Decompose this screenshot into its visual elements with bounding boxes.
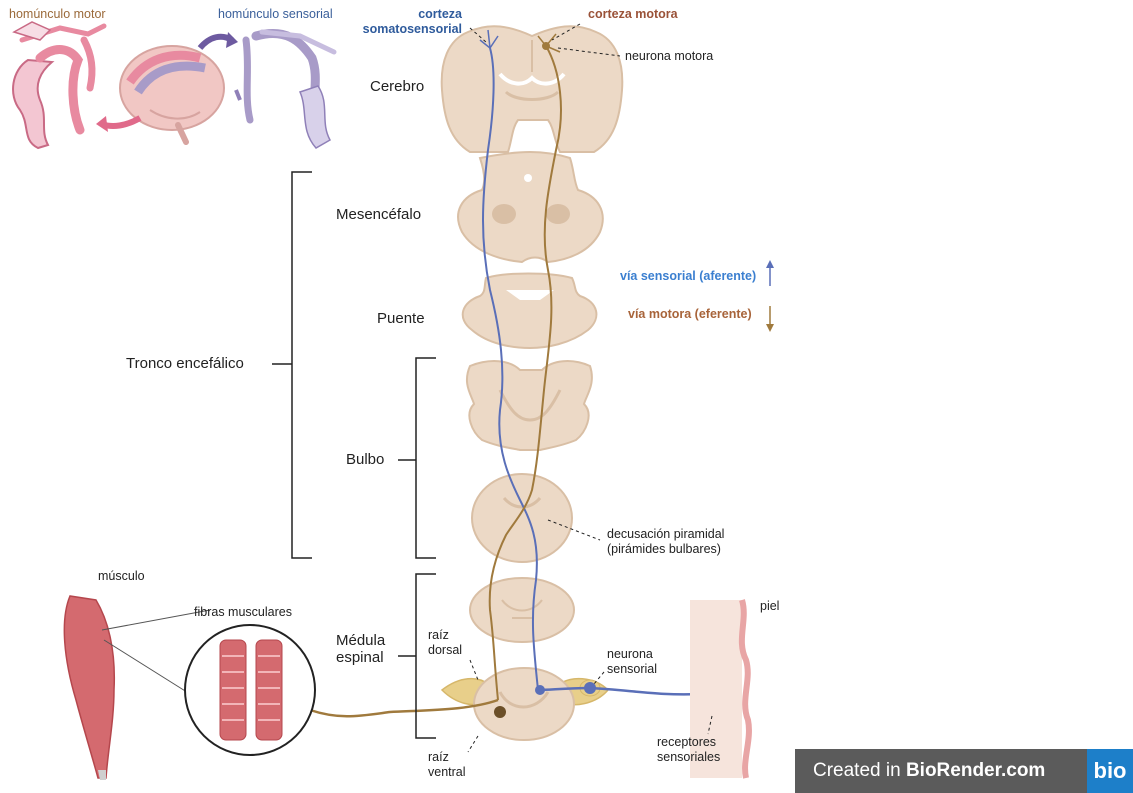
biorender-watermark: Created in BioRender.com bio [795, 749, 1133, 793]
muscle-label: músculo [98, 569, 145, 583]
medulla-label: Bulbo [346, 451, 385, 468]
label-leader-lines [467, 23, 713, 753]
sensory-pathway-label: vía sensorial (aferente) [620, 269, 757, 283]
motor-neuron-label: neurona motora [625, 49, 714, 63]
pons-label: Puente [377, 310, 425, 327]
muscle-fibers-zoom [184, 624, 316, 756]
homunculus-arrows [96, 32, 238, 132]
cerebrum-label: Cerebro [370, 78, 425, 95]
brain-figure [119, 45, 225, 145]
motor-pathway-line [291, 33, 562, 725]
sensory-neuron-label: neurona sensorial [607, 647, 658, 676]
ventral-root-label: raíz ventral [428, 750, 466, 779]
medulla-upper-section [465, 360, 593, 451]
sensory-pathway-line [479, 29, 701, 696]
brainstem-bracket [272, 171, 312, 559]
biorender-logo: bio [1087, 749, 1133, 793]
skin-label: piel [760, 599, 780, 613]
midbrain-section [457, 151, 604, 264]
midbrain-label: Mesencéfalo [336, 206, 422, 223]
motor-cortex-label: corteza motora [588, 7, 678, 21]
spinal-cord-lower-section [440, 667, 610, 741]
watermark-brand: BioRender.com [905, 760, 1046, 781]
watermark-prefix: Created in [813, 760, 906, 781]
motor-homunculus-label: homúnculo motor [9, 7, 106, 21]
spinal-cord-upper-section [469, 577, 575, 643]
pons-section [461, 272, 598, 350]
somatosensory-cortex-label: corteza somatosensorial [362, 7, 462, 36]
sensory-homunculus-label: homúnculo sensorial [218, 7, 333, 21]
muscle-figure [63, 595, 211, 780]
dorsal-root-label: raíz dorsal [428, 628, 463, 657]
motor-homunculus-figure [12, 21, 107, 150]
cerebrum-section [440, 25, 624, 153]
medulla-bracket [398, 357, 436, 559]
sensory-receptors-label: receptores sensoriales [657, 735, 721, 764]
brainstem-label: Tronco encefálico [126, 355, 244, 372]
sensory-homunculus-figure [234, 28, 337, 149]
spinal-cord-label: Médula espinal [336, 632, 386, 666]
motor-down-arrow [766, 306, 774, 332]
motor-pathway-label: vía motora (eferente) [628, 307, 752, 321]
pyramidal-decussation-label: decusación piramidal (pirámides bulbares… [607, 527, 725, 556]
spinal-cord-bracket [398, 573, 436, 739]
sensory-up-arrow [766, 260, 774, 286]
skin-block [690, 599, 752, 779]
medulla-lower-section [471, 473, 573, 563]
watermark-text: Created in BioRender.com [795, 760, 1087, 782]
muscle-fibers-label: fibras musculares [194, 605, 292, 619]
